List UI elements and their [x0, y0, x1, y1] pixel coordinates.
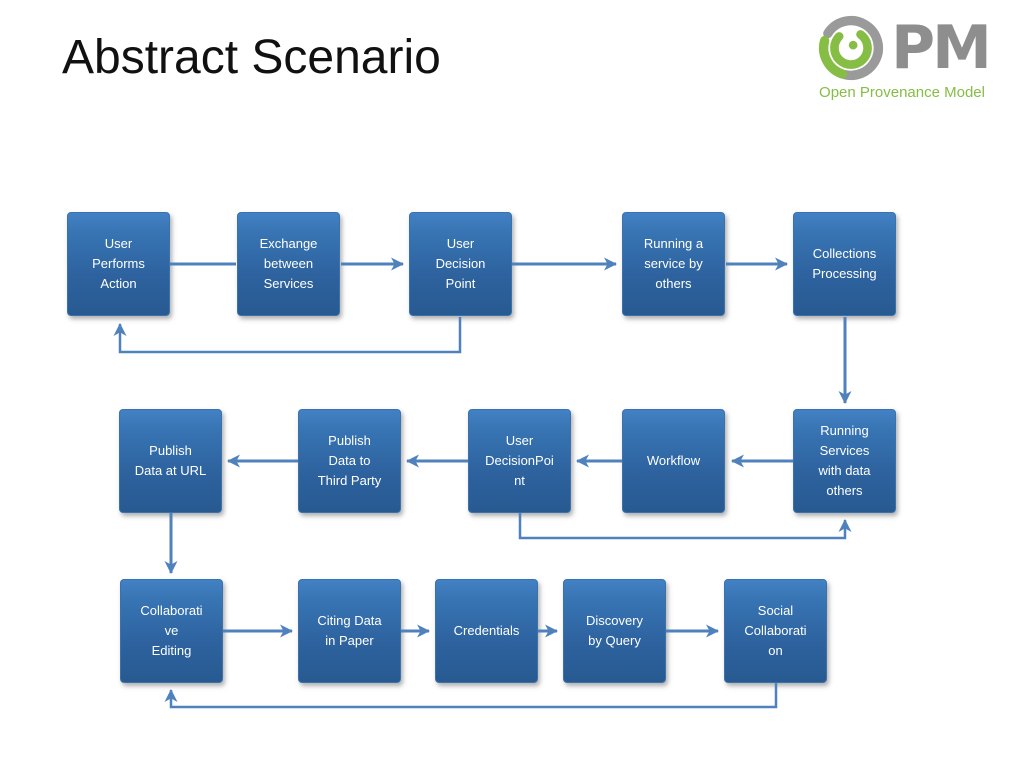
node-social-collaboration: Social Collaborati on — [724, 579, 827, 683]
opm-acronym: PM — [891, 13, 992, 83]
feedback-user-decisionpoint-to-running-services — [518, 513, 852, 540]
node-collections-processing: Collections Processing — [793, 212, 896, 316]
opm-logo-row: PM — [815, 12, 992, 84]
node-citing-data-in-paper: Citing Data in Paper — [298, 579, 401, 683]
node-user-performs-action: User Performs Action — [67, 212, 170, 316]
feedback-social-collaboration-to-collaborative-editing — [164, 683, 778, 709]
swirl-icon — [819, 15, 884, 81]
page-title: Abstract Scenario — [62, 31, 441, 84]
opm-subtitle: Open Provenance Model — [819, 84, 985, 101]
node-user-decision-point: User Decision Point — [409, 212, 512, 316]
node-credentials: Credentials — [435, 579, 538, 683]
node-running-a-service-by-others: Running a service by others — [622, 212, 725, 316]
node-running-services-with-data-others: Running Services with data others — [793, 409, 896, 513]
node-exchange-between-services: Exchange between Services — [237, 212, 340, 316]
node-collaborative-editing: Collaborati ve Editing — [120, 579, 223, 683]
node-publish-data-at-url: Publish Data at URL — [119, 409, 222, 513]
node-workflow: Workflow — [622, 409, 725, 513]
opm-logo: PM Open Provenance Model — [802, 12, 1002, 101]
feedback-user-decision-point-to-user-performs-action — [113, 317, 462, 354]
node-publish-data-to-third-party: Publish Data to Third Party — [298, 409, 401, 513]
node-discovery-by-query: Discovery by Query — [563, 579, 666, 683]
node-user-decisionpoint: User DecisionPoi nt — [468, 409, 571, 513]
